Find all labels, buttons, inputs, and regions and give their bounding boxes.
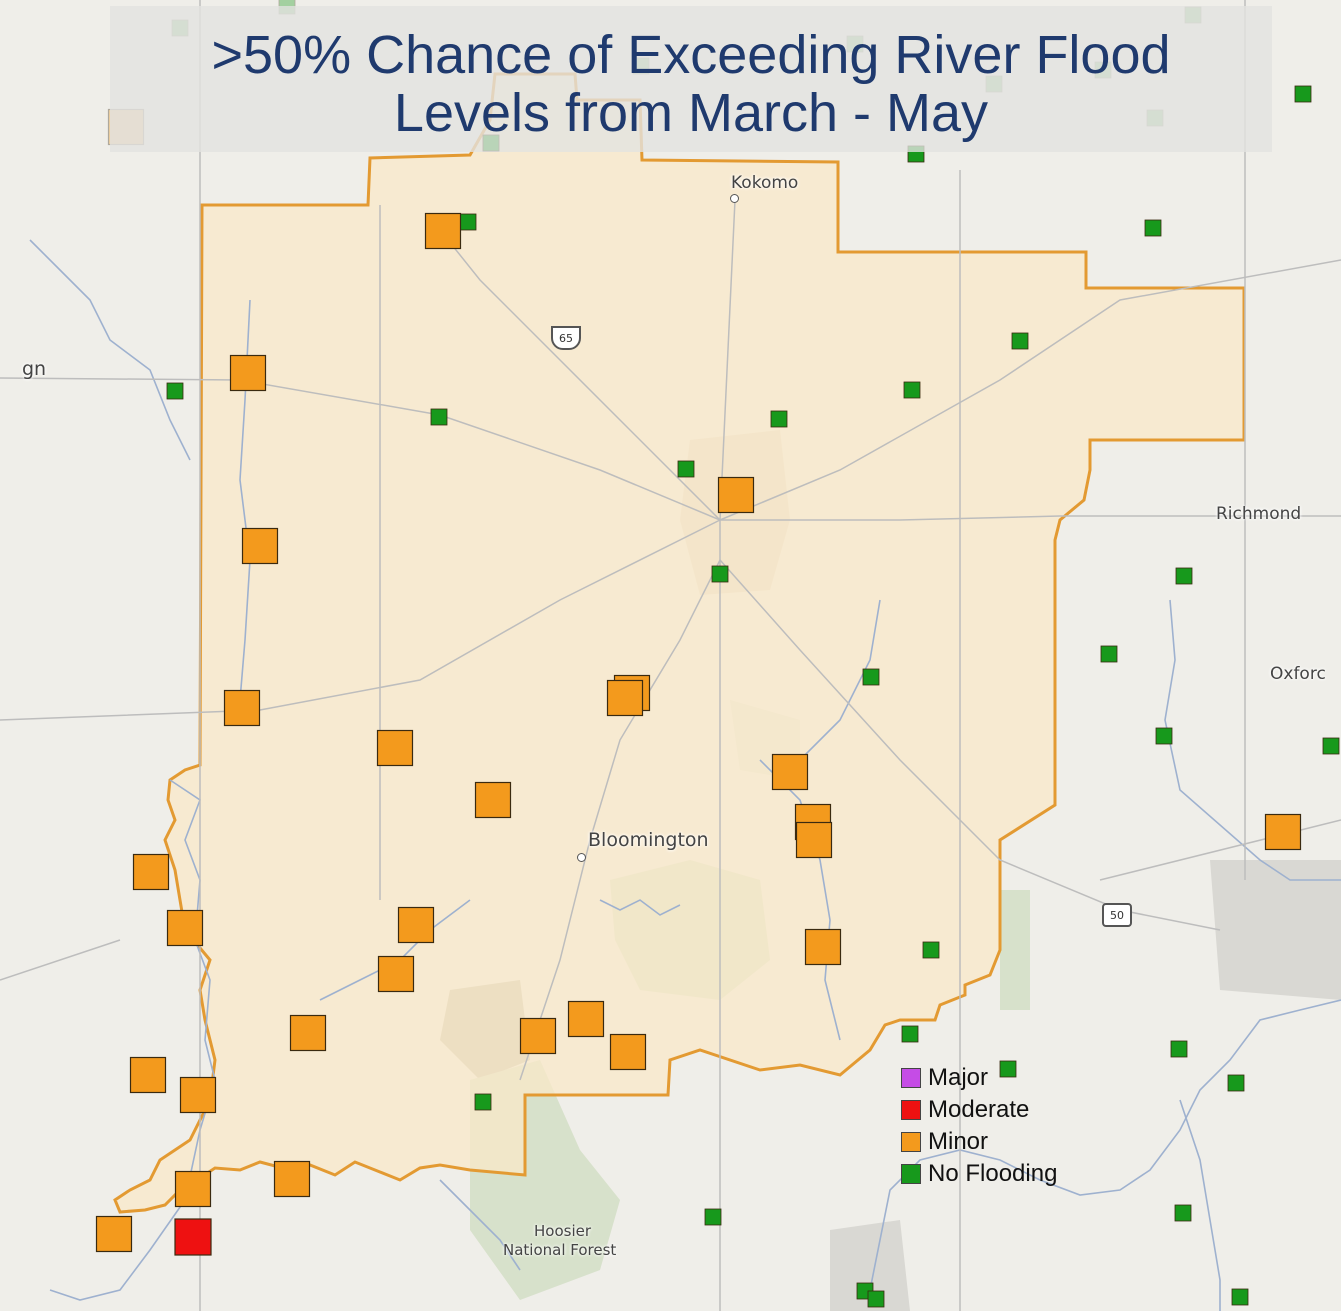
minor-flood-site-marker[interactable] [132, 853, 170, 891]
minor-flood-site-marker[interactable] [795, 821, 833, 859]
no-flooding-site-marker[interactable] [166, 382, 184, 400]
legend-swatch-major [901, 1068, 921, 1088]
minor-flood-site-marker[interactable] [474, 781, 512, 819]
minor-flood-site-marker[interactable] [223, 689, 261, 727]
place-label-left-edge: gn [22, 358, 47, 380]
forecast-region [113, 72, 1246, 1214]
no-flooding-site-marker[interactable] [677, 460, 695, 478]
title-line-2: Levels from March - May [393, 83, 989, 143]
minor-flood-sites [95, 108, 1302, 1253]
minor-flood-site-marker[interactable] [229, 354, 267, 392]
legend-swatch-minor [901, 1132, 921, 1152]
minor-flood-site-marker[interactable] [519, 1017, 557, 1055]
no-flooding-site-marker[interactable] [901, 1025, 919, 1043]
minor-flood-site-marker[interactable] [771, 753, 809, 791]
place-label-bloomington: Bloomington [588, 829, 709, 851]
no-flooding-site-marker[interactable] [1231, 1288, 1249, 1306]
legend-swatch-moderate [901, 1100, 921, 1120]
no-flooding-site-marker[interactable] [711, 565, 729, 583]
no-flooding-site-marker[interactable] [903, 381, 921, 399]
no-flooding-site-marker[interactable] [999, 1060, 1017, 1078]
no-flooding-site-marker[interactable] [1011, 332, 1029, 350]
no-flooding-site-marker[interactable] [862, 668, 880, 686]
place-label-kokomo: Kokomo [731, 173, 799, 193]
no-flooding-site-marker[interactable] [459, 213, 477, 231]
no-flooding-site-marker[interactable] [867, 1290, 885, 1308]
legend-item-moderate: Moderate [901, 1094, 1091, 1126]
place-label-hoosier: Hoosier [534, 1222, 592, 1240]
minor-flood-site-marker[interactable] [1264, 813, 1302, 851]
title-line-1: >50% Chance of Exceeding River Flood [211, 25, 1171, 85]
minor-flood-site-marker[interactable] [606, 679, 644, 717]
place-label-oxford: Oxforc [1270, 664, 1326, 684]
no-flooding-site-marker[interactable] [1227, 1074, 1245, 1092]
no-flooding-site-marker[interactable] [474, 1093, 492, 1111]
minor-flood-site-marker[interactable] [179, 1076, 217, 1114]
no-flooding-site-marker[interactable] [1144, 219, 1162, 237]
minor-flood-site-marker[interactable] [609, 1033, 647, 1071]
legend: Major Moderate Minor No Flooding [901, 1062, 1091, 1190]
legend-label-no-flooding: No Flooding [928, 1160, 1058, 1187]
minor-flood-site-marker[interactable] [717, 476, 755, 514]
bloomington-dot [577, 853, 586, 862]
legend-item-major: Major [901, 1062, 1091, 1094]
interstate-65-shield: 65 [551, 326, 581, 350]
minor-flood-site-marker[interactable] [166, 909, 204, 947]
minor-flood-site-marker[interactable] [241, 527, 279, 565]
legend-item-no-flooding: No Flooding [901, 1158, 1091, 1190]
no-flooding-site-marker[interactable] [1175, 567, 1193, 585]
no-flooding-site-marker[interactable] [1170, 1040, 1188, 1058]
no-flooding-site-marker[interactable] [922, 941, 940, 959]
no-flooding-sites [166, 0, 1340, 1308]
minor-flood-site-marker[interactable] [804, 928, 842, 966]
minor-flood-site-marker[interactable] [273, 1160, 311, 1198]
minor-flood-site-marker[interactable] [289, 1014, 327, 1052]
map-title: >50% Chance of Exceeding River Flood Lev… [110, 6, 1272, 152]
no-flooding-site-marker[interactable] [1294, 85, 1312, 103]
no-flooding-site-marker[interactable] [430, 408, 448, 426]
minor-flood-site-marker[interactable] [397, 906, 435, 944]
no-flooding-site-marker[interactable] [1155, 727, 1173, 745]
minor-flood-site-marker[interactable] [174, 1170, 212, 1208]
legend-label-minor: Minor [928, 1128, 989, 1155]
legend-swatch-no-flooding [901, 1164, 921, 1184]
legend-label-major: Major [928, 1064, 989, 1091]
moderate-flood-sites [174, 1218, 212, 1256]
minor-flood-site-marker[interactable] [377, 955, 415, 993]
no-flooding-site-marker[interactable] [704, 1208, 722, 1226]
no-flooding-site-marker[interactable] [1322, 737, 1340, 755]
no-flooding-site-marker[interactable] [770, 410, 788, 428]
legend-label-moderate: Moderate [928, 1096, 1030, 1123]
minor-flood-site-marker[interactable] [129, 1056, 167, 1094]
kokomo-dot [730, 194, 739, 203]
no-flooding-site-marker[interactable] [1100, 645, 1118, 663]
minor-flood-site-marker[interactable] [567, 1000, 605, 1038]
us-50-shield: 50 [1102, 903, 1132, 927]
place-label-national-forest: National Forest [503, 1241, 617, 1259]
minor-flood-site-marker[interactable] [424, 212, 462, 250]
minor-flood-site-marker[interactable] [95, 1215, 133, 1253]
minor-flood-site-marker[interactable] [376, 729, 414, 767]
place-label-richmond: Richmond [1216, 504, 1302, 524]
legend-item-minor: Minor [901, 1126, 1091, 1158]
no-flooding-site-marker[interactable] [1174, 1204, 1192, 1222]
moderate-flood-site-marker[interactable] [174, 1218, 212, 1256]
